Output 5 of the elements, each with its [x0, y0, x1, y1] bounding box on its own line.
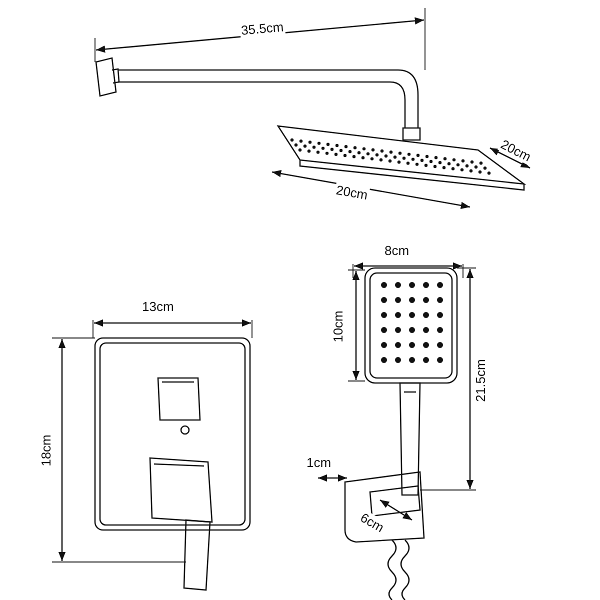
- dimension-label: 18cm: [38, 433, 54, 467]
- dimension-label: 10cm: [330, 309, 346, 343]
- dimension-label: 13cm: [141, 298, 175, 314]
- dimension-label: 20cm: [334, 182, 370, 202]
- dimension-label: 8cm: [384, 242, 410, 258]
